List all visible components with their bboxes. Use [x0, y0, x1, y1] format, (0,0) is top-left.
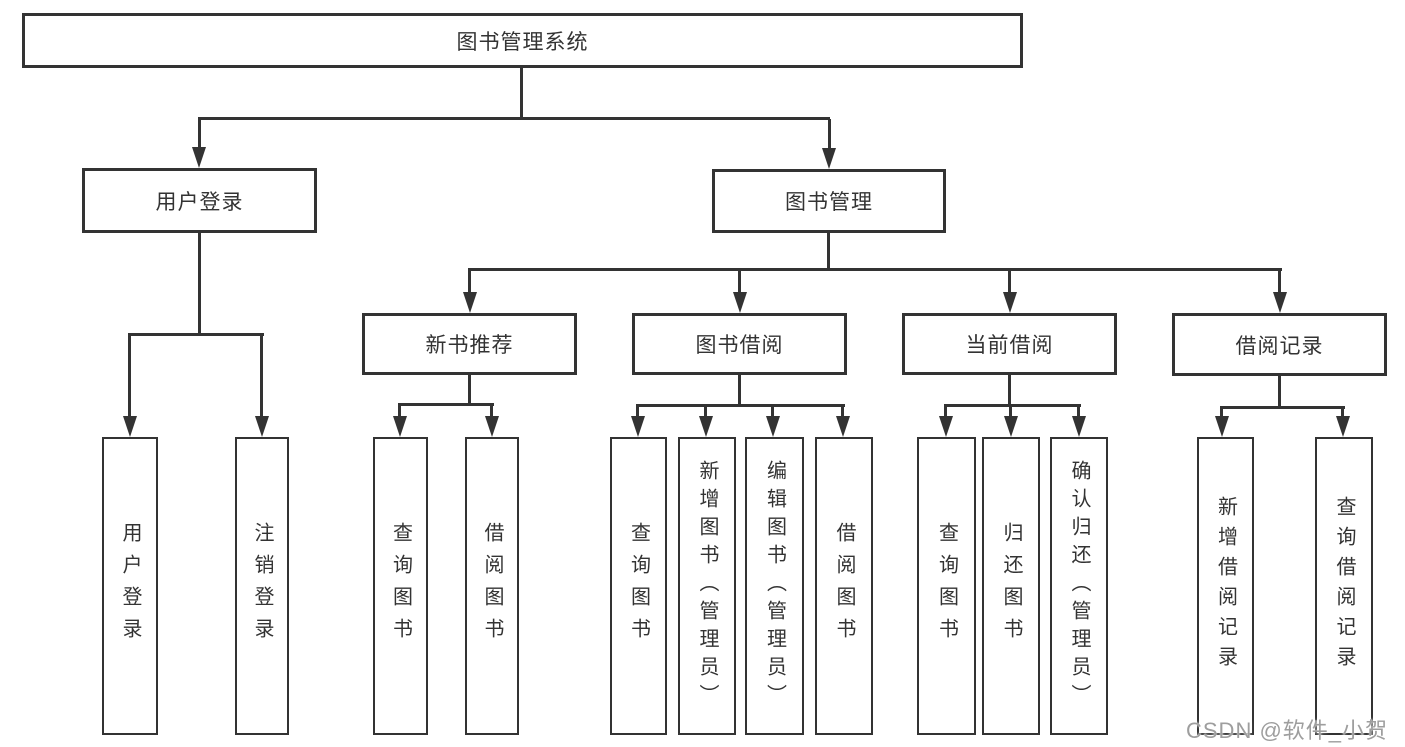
- leaf-query-books-borrowing-label: 查询图书: [627, 522, 650, 650]
- arrowhead-down-icon: [1336, 416, 1350, 437]
- connector-current-borrowing-stem: [1008, 375, 1011, 406]
- connector-drop-user-login: [198, 119, 201, 149]
- connector-drop-book-management: [828, 119, 831, 150]
- arrowhead-down-icon: [485, 416, 499, 437]
- arrowhead-down-icon: [1004, 416, 1018, 437]
- connector-drop: [1077, 406, 1080, 417]
- leaf-query-books-recommend: 查询图书: [373, 437, 428, 735]
- connector-drop: [490, 405, 493, 417]
- connector-drop: [1009, 406, 1012, 417]
- arrowhead-down-icon: [1273, 292, 1287, 313]
- leaf-add-borrow-record-label: 新增借阅记录: [1214, 496, 1237, 676]
- leaf-edit-books-admin-label: 编辑图书（管理员）: [763, 460, 786, 712]
- csdn-watermark: CSDN @软件_小贺同学: [1186, 718, 1389, 743]
- connector-book-borrowing-stem: [738, 375, 741, 406]
- node-book-borrowing: 图书借阅: [632, 313, 847, 375]
- leaf-add-books-admin-label: 新增图书（管理员）: [696, 460, 718, 712]
- arrowhead-down-icon: [699, 416, 713, 437]
- leaf-borrow-books-recommend: 借阅图书: [465, 437, 519, 735]
- leaf-borrow-books-recommend-label: 借阅图书: [481, 522, 503, 650]
- connector-root-rail: [198, 117, 830, 120]
- leaf-return-books-label: 归还图书: [1000, 522, 1022, 650]
- leaf-logout-label: 注销登录: [251, 522, 273, 650]
- arrowhead-down-icon: [123, 416, 137, 437]
- leaf-query-books-borrowing: 查询图书: [610, 437, 667, 735]
- connector-drop: [704, 406, 707, 417]
- connector-drop: [1220, 408, 1223, 417]
- leaf-confirm-return-admin-label: 确认归还（管理员）: [1068, 460, 1090, 712]
- node-library-management-system: 图书管理系统: [22, 13, 1023, 68]
- connector-drop: [636, 406, 639, 417]
- leaf-query-borrow-record: 查询借阅记录: [1315, 437, 1373, 735]
- arrowhead-down-icon: [255, 416, 269, 437]
- connector-user-login-rail: [128, 333, 264, 336]
- connector-drop: [944, 406, 947, 417]
- arrowhead-down-icon: [1003, 292, 1017, 313]
- connector-drop-leaf-user-login: [128, 335, 131, 417]
- connector-drop-borrowing-records: [1278, 270, 1281, 293]
- arrowhead-down-icon: [939, 416, 953, 437]
- leaf-edit-books-admin: 编辑图书（管理员）: [745, 437, 804, 735]
- connector-new-book-rail: [398, 403, 494, 406]
- leaf-query-books-recommend-label: 查询图书: [389, 522, 412, 650]
- arrowhead-down-icon: [1215, 416, 1229, 437]
- leaf-query-books-current: 查询图书: [917, 437, 976, 735]
- node-current-borrowing: 当前借阅: [902, 313, 1117, 375]
- leaf-logout: 注销登录: [235, 437, 289, 735]
- connector-user-login-stem: [198, 233, 201, 335]
- node-book-management: 图书管理: [712, 169, 946, 233]
- node-borrowing-records: 借阅记录: [1172, 313, 1387, 376]
- connector-drop-book-borrowing: [738, 270, 741, 293]
- leaf-add-borrow-record: 新增借阅记录: [1197, 437, 1254, 735]
- leaf-query-borrow-record-label: 查询借阅记录: [1333, 496, 1355, 676]
- leaf-borrow-books-borrowing: 借阅图书: [815, 437, 873, 735]
- leaf-confirm-return-admin: 确认归还（管理员）: [1050, 437, 1108, 735]
- arrowhead-down-icon: [393, 416, 407, 437]
- connector-borrowing-records-rail: [1220, 406, 1345, 409]
- leaf-add-books-admin: 新增图书（管理员）: [678, 437, 736, 735]
- connector-drop: [1341, 408, 1344, 417]
- leaf-query-books-current-label: 查询图书: [935, 522, 958, 650]
- connector-drop: [398, 405, 401, 417]
- connector-borrowing-records-stem: [1278, 376, 1281, 408]
- leaf-user-login: 用户登录: [102, 437, 158, 735]
- connector-book-borrowing-rail: [636, 404, 845, 407]
- connector-drop: [841, 406, 844, 417]
- leaf-user-login-label: 用户登录: [119, 522, 141, 650]
- connector-current-borrowing-rail: [944, 404, 1081, 407]
- arrowhead-down-icon: [631, 416, 645, 437]
- arrowhead-down-icon: [733, 292, 747, 313]
- node-user-login: 用户登录: [82, 168, 317, 233]
- arrowhead-down-icon: [822, 148, 836, 169]
- connector-new-book-stem: [468, 375, 471, 405]
- node-new-book-recommendation: 新书推荐: [362, 313, 577, 375]
- leaf-borrow-books-borrowing-label: 借阅图书: [833, 522, 855, 650]
- connector-drop: [771, 406, 774, 417]
- leaf-return-books: 归还图书: [982, 437, 1040, 735]
- connector-drop-current-borrowing: [1008, 270, 1011, 293]
- connector-drop-new-book: [468, 270, 471, 293]
- arrowhead-down-icon: [766, 416, 780, 437]
- arrowhead-down-icon: [192, 147, 206, 168]
- arrowhead-down-icon: [1072, 416, 1086, 437]
- connector-root-stem: [520, 68, 523, 119]
- arrowhead-down-icon: [836, 416, 850, 437]
- connector-book-management-rail: [468, 268, 1282, 271]
- connector-drop-leaf-logout: [260, 335, 263, 417]
- arrowhead-down-icon: [463, 292, 477, 313]
- connector-book-management-stem: [827, 233, 830, 270]
